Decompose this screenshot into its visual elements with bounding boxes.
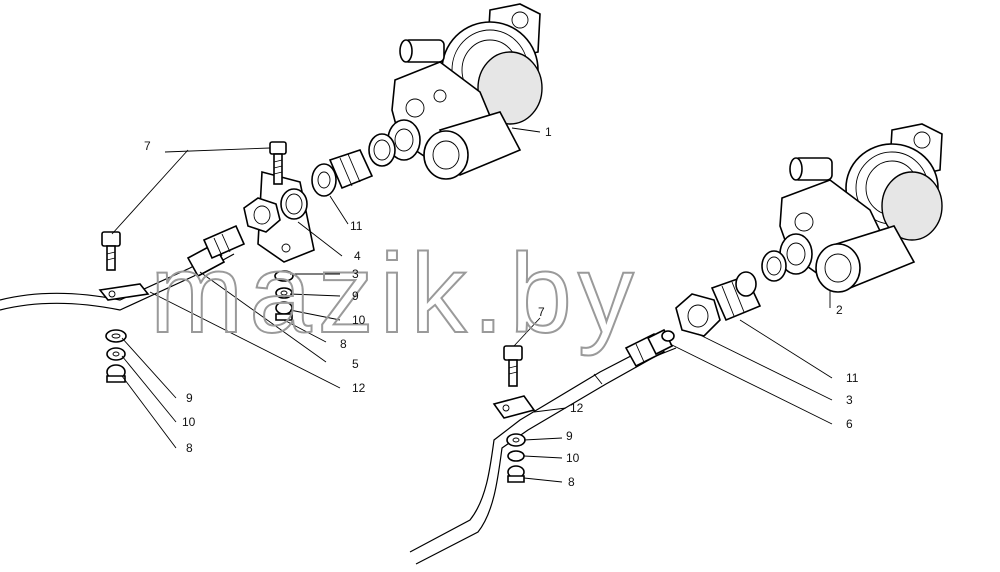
callout-right-12: 12: [570, 401, 584, 415]
right-assembly: [409, 123, 943, 565]
callout-left-10a: 10: [352, 313, 366, 327]
tube-12-right: [409, 328, 677, 565]
washer-stack-right: [506, 433, 526, 483]
callout-left-11: 11: [350, 219, 363, 233]
callout-left-8b: 8: [186, 441, 193, 455]
bracket-4: [243, 170, 315, 263]
callout-right-10: 10: [566, 451, 580, 465]
callout-left-4: 4: [354, 249, 361, 263]
callout-left-9b: 9: [186, 391, 193, 405]
callout-left-1: 1: [545, 125, 552, 139]
nut-3-right: [675, 293, 721, 337]
valve-body-1: [368, 3, 543, 180]
washer-stack-left: [105, 329, 127, 383]
callout-right-3: 3: [846, 393, 853, 407]
callout-right-6: 6: [846, 417, 853, 431]
left-assembly: [0, 3, 543, 449]
fitting-11-right: [710, 271, 762, 322]
callout-right-7: 7: [538, 305, 545, 319]
callout-right-2: 2: [836, 303, 843, 317]
left-leader-lines: [111, 127, 541, 449]
callout-right-11: 11: [846, 371, 859, 385]
callout-left-7: 7: [144, 139, 151, 153]
fitting-11-left: [311, 149, 374, 197]
tube-12-left: [0, 224, 246, 311]
valve-body-2: [761, 123, 943, 293]
watermark: mazik.by: [150, 231, 640, 356]
bolt-7-upper: [269, 141, 287, 185]
callout-left-9a: 9: [352, 289, 359, 303]
washer-stack-bracket: [274, 270, 294, 321]
bolt-7-lower: [101, 231, 121, 271]
bolt-7-right: [503, 345, 523, 387]
callout-left-12: 12: [352, 381, 366, 395]
callout-labels: 7 1 11 4 3 9 10 8 5 12 9 10 8 2 7 12 11 …: [144, 125, 859, 489]
callout-right-9: 9: [566, 429, 573, 443]
callout-left-10b: 10: [182, 415, 196, 429]
right-leader-lines: [513, 290, 833, 483]
callout-left-5: 5: [352, 357, 359, 371]
callout-left-8a: 8: [340, 337, 347, 351]
callout-left-3: 3: [352, 267, 359, 281]
callout-right-8: 8: [568, 475, 575, 489]
